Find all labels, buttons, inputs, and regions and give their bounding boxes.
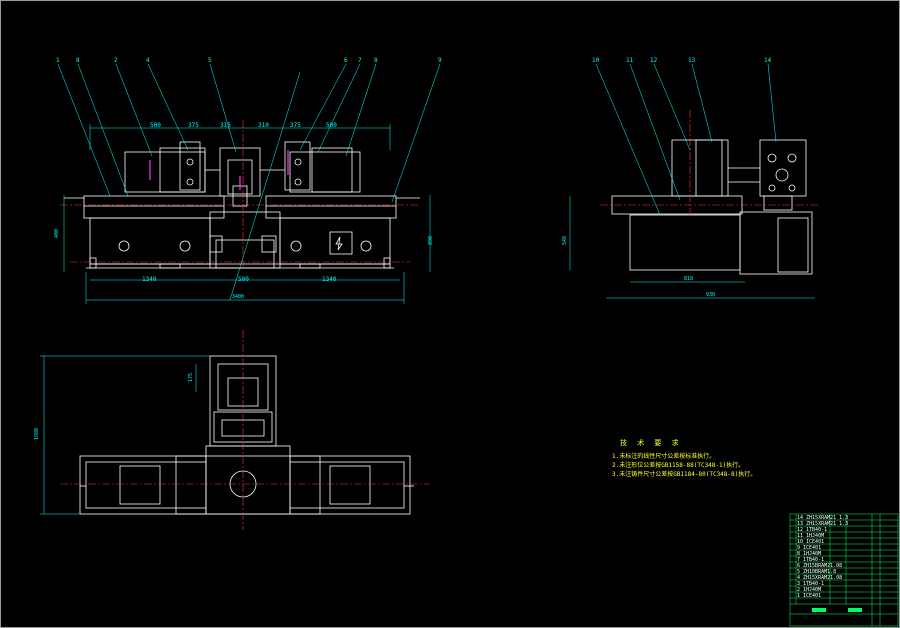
plan-view-centerlines — [60, 330, 430, 530]
side-view-centerlines — [600, 110, 820, 215]
dim-bottom-2: 500 — [238, 276, 249, 283]
title-block-row: 8 1HJ40M — [797, 551, 822, 557]
dim-side-overall: 930 — [706, 292, 715, 298]
balloon-8a: 8 — [76, 57, 80, 64]
front-view-magenta — [149, 150, 289, 190]
balloon-13: 13 — [688, 57, 696, 64]
title-block-row: 5 ZH10BRAM1.8 — [797, 569, 837, 575]
dim-top-3: 315 — [220, 122, 231, 129]
dim-bottom-3: 1340 — [322, 276, 337, 283]
front-dimensions — [57, 63, 441, 304]
dim-top-6: 500 — [326, 122, 337, 129]
balloon-6: 6 — [344, 57, 348, 64]
front-base-left — [89, 217, 211, 265]
title-block-row: 4 ZH15XRAM21.08 — [797, 575, 843, 581]
dim-overall-front: 3400 — [232, 294, 244, 300]
dim-top-4: 310 — [258, 122, 269, 129]
title-block-row: 2 1HJ40M — [797, 587, 822, 593]
title-block-row: 13 ZH15XRAM21 1.3 — [797, 521, 849, 527]
front-view — [64, 141, 420, 269]
balloon-11: 11 — [626, 57, 634, 64]
dim-plan-height: 1980 — [34, 428, 40, 440]
note-line-3: 3.未注铸件尺寸公差按GB1184-80(TC348-8)执行。 — [612, 471, 757, 478]
title-block-row: 3 1TB40-1 — [797, 581, 825, 587]
title-block-row: 9 ICE401 — [797, 545, 822, 551]
plan-view — [79, 355, 414, 515]
dim-left-height: 400 — [54, 229, 60, 238]
notes-title: 技 术 要 求 — [620, 439, 682, 447]
balloon-14: 14 — [764, 57, 772, 64]
front-view-centerlines — [60, 120, 420, 270]
balloon-10: 10 — [592, 57, 600, 64]
side-view — [611, 139, 813, 275]
title-block-row: 11 1HJ40M — [797, 533, 825, 539]
dim-top-2: 375 — [188, 122, 199, 129]
plan-dimensions — [40, 355, 210, 515]
title-block-row: 1 ICE401 — [797, 593, 822, 599]
title-block-row: 12 1TB40-1 — [797, 527, 828, 533]
dim-plan-small: 175 — [188, 373, 194, 382]
technical-notes: 技 术 要 求 1.未标注的线性尺寸公差按标准执行。 2.未注形位公差按GB11… — [612, 438, 756, 479]
balloon-1: 1 — [56, 57, 60, 64]
note-line-1: 1.未标注的线性尺寸公差按标准执行。 — [612, 453, 716, 460]
dim-top-1: 500 — [150, 122, 161, 129]
balloon-5: 5 — [208, 57, 212, 64]
dim-side-height: 548 — [562, 236, 568, 245]
note-line-2: 2.未注形位公差按GB1158-88(TC348-1)执行。 — [612, 462, 745, 469]
title-block — [789, 513, 899, 627]
dim-side-inner: 818 — [684, 276, 693, 282]
title-block-row: 6 ZH15BRAM21.08 — [797, 563, 843, 569]
balloon-7: 7 — [358, 57, 362, 64]
dim-top-5: 375 — [290, 122, 301, 129]
title-block-row: 10 ICE401 — [797, 539, 825, 545]
title-block-row: 14 ZH15XRAM21 1.3 — [797, 515, 849, 521]
balloon-4: 4 — [146, 57, 150, 64]
side-dimensions — [569, 63, 815, 299]
dim-bottom-1: 1340 — [142, 276, 157, 283]
title-block-stamp-1 — [812, 608, 826, 612]
title-block-stamp-2 — [848, 608, 862, 612]
dim-right-height: 890 — [428, 236, 434, 245]
title-block-row: 7 1TB40-1 — [797, 557, 825, 563]
balloon-9: 9 — [438, 57, 442, 64]
balloon-12: 12 — [650, 57, 658, 64]
balloon-8b: 8 — [374, 57, 378, 64]
balloon-2: 2 — [114, 57, 118, 64]
